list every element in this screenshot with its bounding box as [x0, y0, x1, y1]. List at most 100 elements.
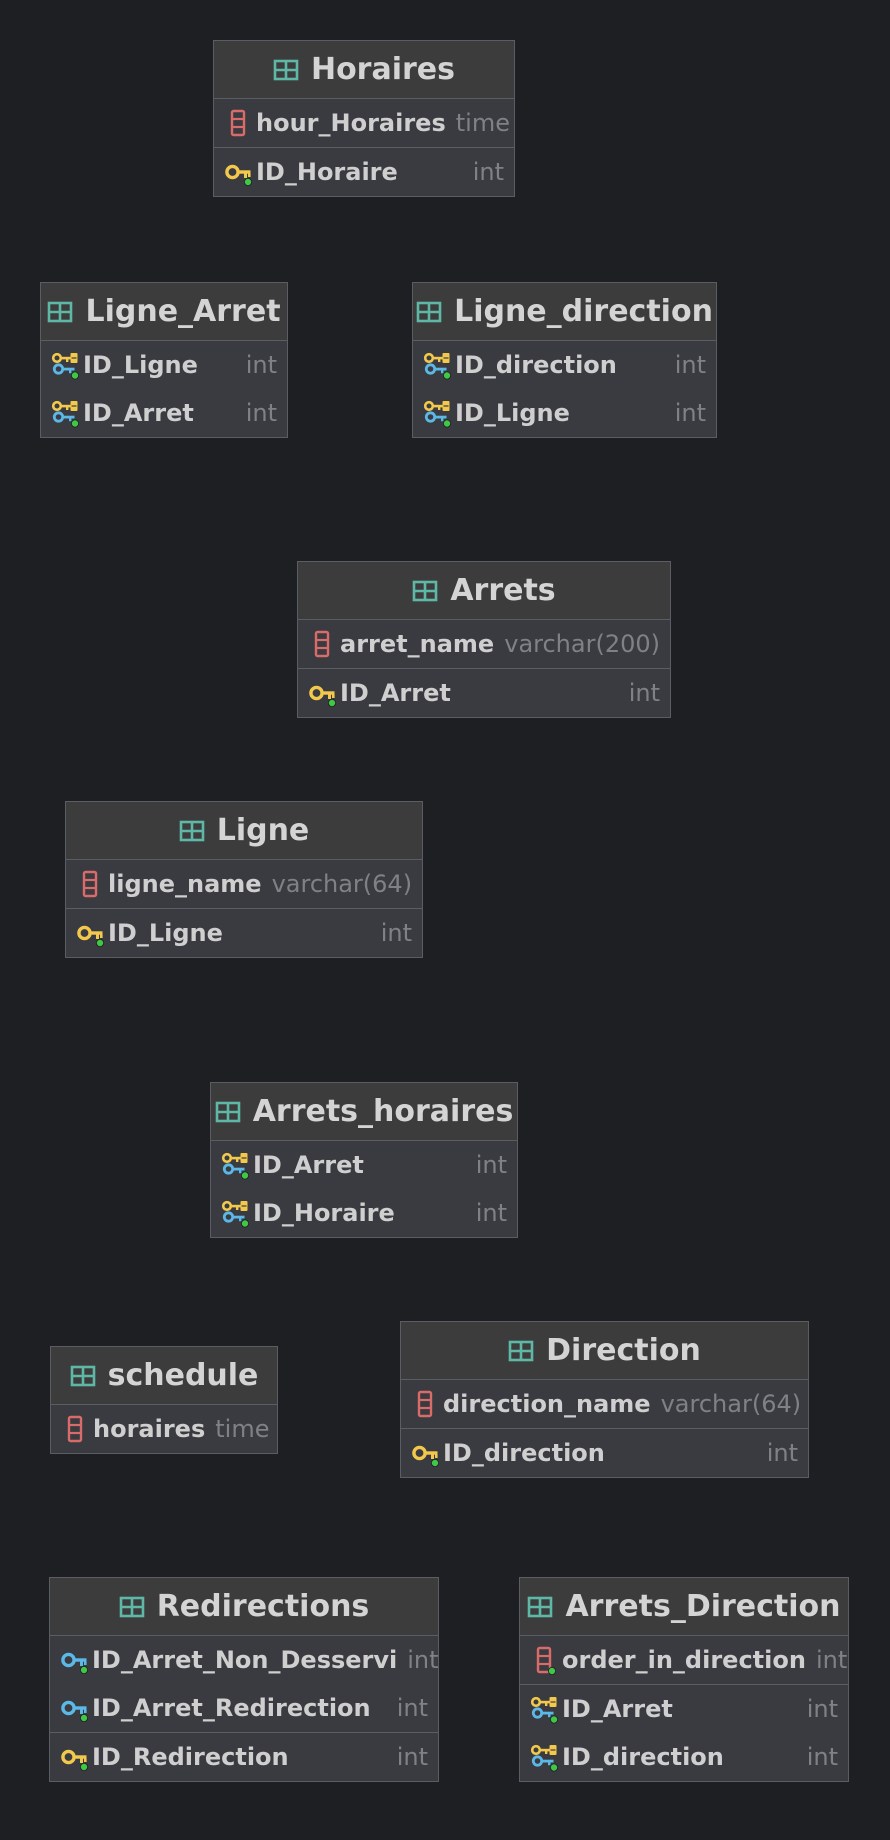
- column-row[interactable]: hour_Horaires time: [214, 99, 514, 147]
- column-type: int: [380, 919, 412, 947]
- column-icon: [411, 1389, 441, 1419]
- column-type: int: [674, 351, 706, 379]
- primary-foreign-key-icon: [221, 1150, 251, 1180]
- column-row[interactable]: ID_Arret_Redirection int: [50, 1684, 438, 1732]
- column-icon: [61, 1414, 91, 1444]
- table-header[interactable]: Redirections: [50, 1578, 438, 1636]
- column-name: ID_direction: [455, 351, 617, 379]
- column-name: ID_Arret: [253, 1151, 364, 1179]
- table-name: Ligne: [216, 813, 310, 848]
- column-name: ID_Arret: [562, 1695, 673, 1723]
- column-type: time: [455, 109, 510, 137]
- column-name: hour_Horaires: [256, 109, 446, 137]
- column-not-null-icon: [530, 1645, 560, 1675]
- table-header[interactable]: Ligne_Arret: [41, 283, 287, 341]
- column-icon: [224, 108, 254, 138]
- column-row[interactable]: ID_Horaire int: [211, 1189, 517, 1237]
- column-row[interactable]: ID_Arret int: [211, 1141, 517, 1189]
- column-type: int: [396, 1694, 428, 1722]
- table-header[interactable]: Direction: [401, 1322, 808, 1380]
- column-name: ID_Arret_Non_Desservi: [92, 1646, 398, 1674]
- column-type: int: [806, 1743, 838, 1771]
- column-name: ID_Arret: [83, 399, 194, 427]
- table-header[interactable]: Ligne: [66, 802, 422, 860]
- column-row[interactable]: ID_direction int: [520, 1733, 848, 1781]
- column-type: int: [815, 1646, 848, 1674]
- table-name: Arrets: [450, 573, 556, 608]
- column-name: ID_Ligne: [108, 919, 223, 947]
- table-schedule[interactable]: schedule horaires time: [50, 1346, 278, 1454]
- table-header[interactable]: Arrets_Direction: [520, 1578, 848, 1636]
- table-name: Arrets_horaires: [252, 1094, 514, 1129]
- foreign-key-icon: [60, 1693, 90, 1723]
- column-row[interactable]: ID_Arret int: [520, 1685, 848, 1733]
- table-header[interactable]: schedule: [51, 1347, 277, 1405]
- primary-foreign-key-icon: [530, 1742, 560, 1772]
- column-name: ID_Arret_Redirection: [92, 1694, 371, 1722]
- column-name: horaires: [93, 1415, 206, 1443]
- table-name: Ligne_direction: [454, 294, 713, 329]
- column-type: int: [472, 158, 504, 186]
- table-name: schedule: [107, 1358, 259, 1393]
- primary-foreign-key-icon: [221, 1198, 251, 1228]
- column-section: horaires time: [51, 1405, 277, 1453]
- column-type: int: [766, 1439, 798, 1467]
- table-header[interactable]: Ligne_direction: [413, 283, 716, 341]
- table-icon: [273, 59, 299, 81]
- table-name: Arrets_Direction: [565, 1589, 841, 1624]
- table-header[interactable]: Horaires: [214, 41, 514, 99]
- column-type: int: [806, 1695, 838, 1723]
- column-name: ID_Horaire: [253, 1199, 395, 1227]
- table-icon: [47, 301, 73, 323]
- table-name: Redirections: [156, 1589, 370, 1624]
- column-name: arret_name: [340, 630, 495, 658]
- column-type: int: [475, 1151, 507, 1179]
- column-type: int: [475, 1199, 507, 1227]
- column-row[interactable]: horaires time: [51, 1405, 277, 1453]
- column-type: time: [215, 1415, 270, 1443]
- primary-foreign-key-icon: [423, 398, 453, 428]
- column-row[interactable]: ID_direction int: [413, 341, 716, 389]
- column-name: ID_direction: [562, 1743, 724, 1771]
- foreign-key-icon: [60, 1645, 90, 1675]
- table-name: Ligne_Arret: [85, 294, 281, 329]
- column-row[interactable]: ID_direction int: [401, 1429, 808, 1477]
- column-icon: [76, 869, 106, 899]
- table-header[interactable]: Arrets: [298, 562, 670, 620]
- column-type: int: [396, 1743, 428, 1771]
- column-name: ID_direction: [443, 1439, 605, 1467]
- column-row[interactable]: ID_Ligne int: [66, 909, 422, 957]
- table-header[interactable]: Arrets_horaires: [211, 1083, 517, 1141]
- primary-key-icon: [411, 1438, 441, 1468]
- column-name: ID_Ligne: [83, 351, 198, 379]
